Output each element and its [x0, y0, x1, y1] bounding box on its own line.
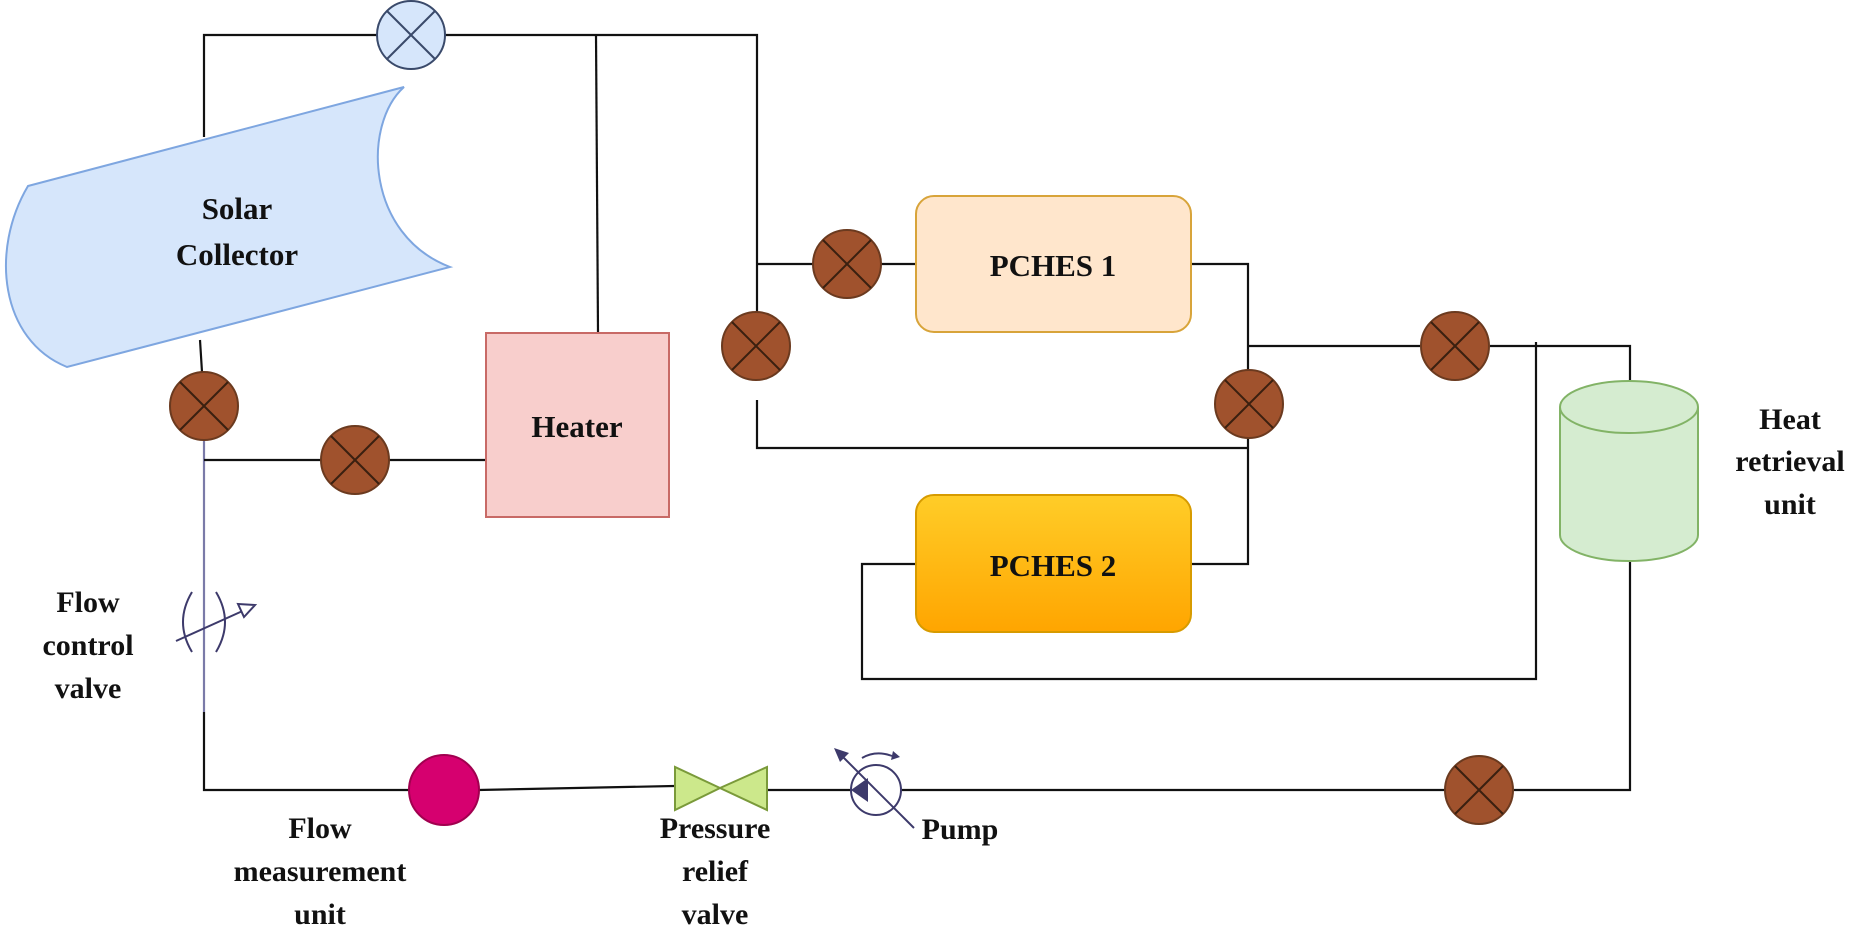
shutoff-valve-2 [320, 425, 390, 495]
flow-meter-circle [408, 754, 480, 826]
pipe-bypass [755, 400, 1248, 450]
fcv-label-line1: Flow [56, 586, 120, 619]
prv-label-line2: relief [682, 855, 749, 888]
flow-measurement-unit: Flow measurement unit [234, 754, 480, 929]
pipe-collector-bottom [198, 339, 204, 373]
pump-arrowhead-icon [834, 748, 849, 762]
shutoff-valve-7 [1444, 755, 1514, 825]
pches-1: PCHES 1 [915, 195, 1192, 333]
pches1-box [915, 195, 1192, 333]
fmu-label-line2: measurement [234, 855, 407, 888]
solar-collector-label-line1: Solar [202, 191, 273, 226]
shutoff-valve-3 [812, 229, 882, 299]
solar-collector: Solar Collector [4, 86, 454, 369]
pump-triangle [851, 778, 868, 802]
top-valve-cross-2 [386, 10, 436, 60]
pressure-relief-valve: Pressure relief valve [660, 765, 771, 929]
top-valve [376, 0, 446, 70]
pipe-valve-to-hru [1490, 344, 1632, 380]
solar-collector-shape [4, 86, 454, 369]
pipe-top-right [444, 33, 759, 348]
heat-retrieval-label-line2: retrieval [1735, 445, 1844, 478]
heat-retrieval-label-line1: Heat [1759, 403, 1821, 436]
shutoff-valves [169, 229, 1514, 825]
fcv-arrowhead-icon [236, 602, 258, 619]
shutoff-valve-cross-2 [330, 435, 380, 485]
shutoff-valve-cross-2 [1454, 765, 1504, 815]
heat-retrieval-unit: Heat retrieval unit [1559, 380, 1845, 562]
prv-label-line3: valve [682, 898, 749, 929]
shutoff-valve-5 [1214, 369, 1284, 439]
shutoff-valve-cross-2 [1224, 379, 1274, 429]
pipe-pches2-return [860, 342, 1538, 681]
fmu-label-line3: unit [294, 898, 346, 929]
shutoff-valve-1 [169, 371, 239, 441]
fmu-label-line1: Flow [288, 812, 352, 845]
pump-rotation-arrowhead-icon [891, 751, 900, 760]
shutoff-valve-cross-2 [822, 239, 872, 289]
pipe-bottom-left [202, 712, 410, 792]
heater: Heater [485, 332, 670, 518]
heat-retrieval-body [1559, 407, 1699, 562]
shutoff-valve-4 [721, 311, 791, 381]
shutoff-valve-cross-2 [731, 321, 781, 371]
pches2-label: PCHES 2 [990, 548, 1117, 583]
pipe-network [198, 33, 1632, 792]
fcv-left-arc [182, 591, 193, 653]
pump-rotation-arc-icon [861, 752, 893, 759]
heat-retrieval-label-line3: unit [1764, 488, 1816, 521]
shutoff-valve-cross-2 [179, 381, 229, 431]
fcv-label-line3: valve [55, 672, 122, 705]
heater-label: Heater [531, 409, 622, 444]
flow-control-valve: Flow control valve [42, 586, 258, 705]
heater-box [485, 332, 670, 518]
pipe-pches1-out [1192, 262, 1250, 370]
fcv-right-arc [215, 591, 226, 653]
pipe-pches2-out [1192, 438, 1250, 566]
fcv-arrow [175, 605, 254, 642]
pipe-top-to-heater [594, 34, 600, 333]
prv-right-triangle [717, 765, 768, 812]
pump-arrow-line [837, 751, 915, 829]
prv-label-line1: Pressure [660, 812, 771, 845]
solar-collector-label-line2: Collector [176, 237, 298, 272]
shutoff-valve-6 [1420, 311, 1490, 381]
pches-2: PCHES 2 [915, 494, 1192, 633]
pump-label: Pump [922, 813, 999, 846]
pches2-box [915, 494, 1192, 633]
shutoff-valve-cross-2 [1430, 321, 1480, 371]
pipe-bottom-prv [477, 784, 675, 792]
fcv-label-line2: control [42, 629, 133, 662]
pipe-collector-top [202, 33, 378, 137]
prv-left-triangle [674, 765, 723, 812]
pipe-hru-down [1514, 562, 1632, 792]
pches1-label: PCHES 1 [990, 248, 1117, 283]
pump: Pump [834, 748, 998, 846]
heat-retrieval-top [1559, 380, 1699, 434]
